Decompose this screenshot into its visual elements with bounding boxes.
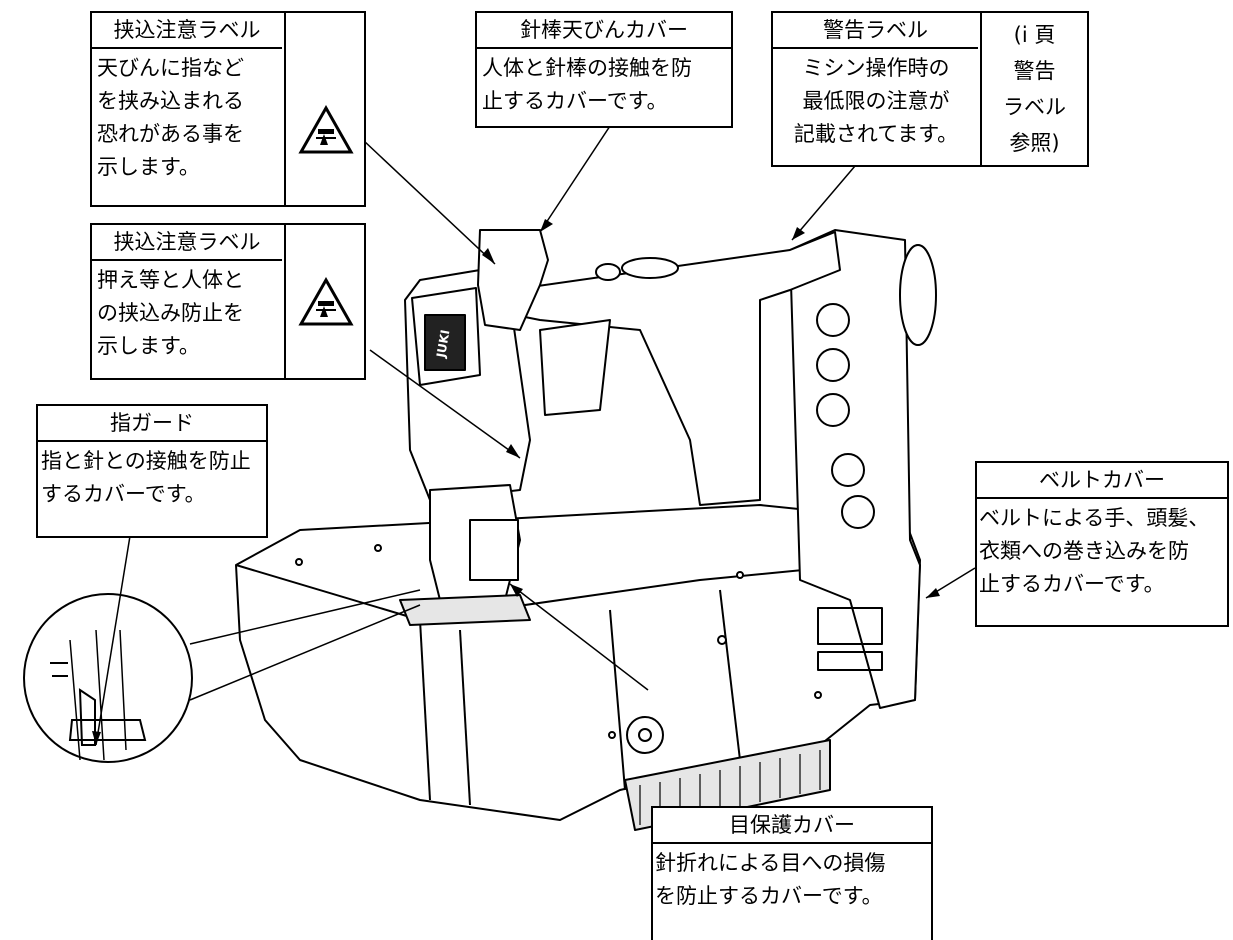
divider bbox=[980, 13, 982, 165]
warning-label-text: ミシン操作時の 最低限の注意が 記載されてます。 bbox=[793, 56, 959, 146]
finger-guard-title: 指ガード bbox=[38, 406, 266, 442]
belt-cover-text: ベルトによる手、頭髪、 衣類への巻き込みを防 止するカバーです。 bbox=[979, 506, 1210, 596]
pinch-warning-icon bbox=[298, 277, 354, 326]
logo-text: JUKI bbox=[434, 329, 453, 360]
needle-bar-cover bbox=[477, 229, 549, 331]
finger-guard-detail-circle bbox=[23, 593, 193, 763]
finger-guard-box: 指ガード 指と針との接触を防止 するカバーです。 bbox=[36, 404, 268, 538]
pinch-label-box-top: 挟込注意ラベル 天びんに指など を挟み込まれる 恐れがある事を 示します。 bbox=[90, 11, 366, 207]
needle-bar-cover-text: 人体と針棒の接触を防 止するカバーです。 bbox=[482, 56, 692, 113]
pinch-label-box-middle: 挟込注意ラベル 押え等と人体と の挟込み防止を 示します。 bbox=[90, 223, 366, 380]
divider bbox=[284, 225, 286, 378]
finger-guard-text: 指と針との接触を防止 するカバーです。 bbox=[41, 449, 251, 506]
arrow-heads bbox=[92, 219, 940, 745]
eye-protection-cover-title: 目保護カバー bbox=[653, 808, 931, 844]
belt-cover-title: ベルトカバー bbox=[977, 463, 1227, 499]
machine-arm bbox=[439, 231, 841, 506]
pinch-label-text-2: 押え等と人体と の挟込み防止を 示します。 bbox=[97, 268, 244, 358]
leader-lines bbox=[95, 125, 976, 746]
needle-bar-cover-box: 針棒天びんカバー 人体と針棒の接触を防 止するカバーです。 bbox=[475, 11, 733, 128]
pinch-warning-icon bbox=[298, 105, 354, 154]
eye-protection-cover-box: 目保護カバー 針折れによる目への損傷 を防止するカバーです。 bbox=[651, 806, 933, 940]
belt-cover-box: ベルトカバー ベルトによる手、頭髪、 衣類への巻き込みを防 止するカバーです。 bbox=[975, 461, 1229, 627]
warning-label-reference: (i 頁 警告 ラベル 参照) bbox=[1003, 23, 1066, 155]
needle-bar-cover-title: 針棒天びんカバー bbox=[477, 13, 731, 49]
warning-label-box: 警告ラベル ミシン操作時の 最低限の注意が 記載されてます。 (i 頁 警告 ラ… bbox=[771, 11, 1089, 167]
divider bbox=[284, 13, 286, 205]
pinch-label-text: 天びんに指など を挟み込まれる 恐れがある事を 示します。 bbox=[97, 56, 244, 179]
pinch-label-title-2: 挟込注意ラベル bbox=[92, 225, 282, 261]
pinch-label-title: 挟込注意ラベル bbox=[92, 13, 282, 49]
warning-label-title: 警告ラベル bbox=[773, 13, 978, 49]
eye-protection-cover-text: 針折れによる目への損傷 を防止するカバーです。 bbox=[655, 851, 886, 908]
